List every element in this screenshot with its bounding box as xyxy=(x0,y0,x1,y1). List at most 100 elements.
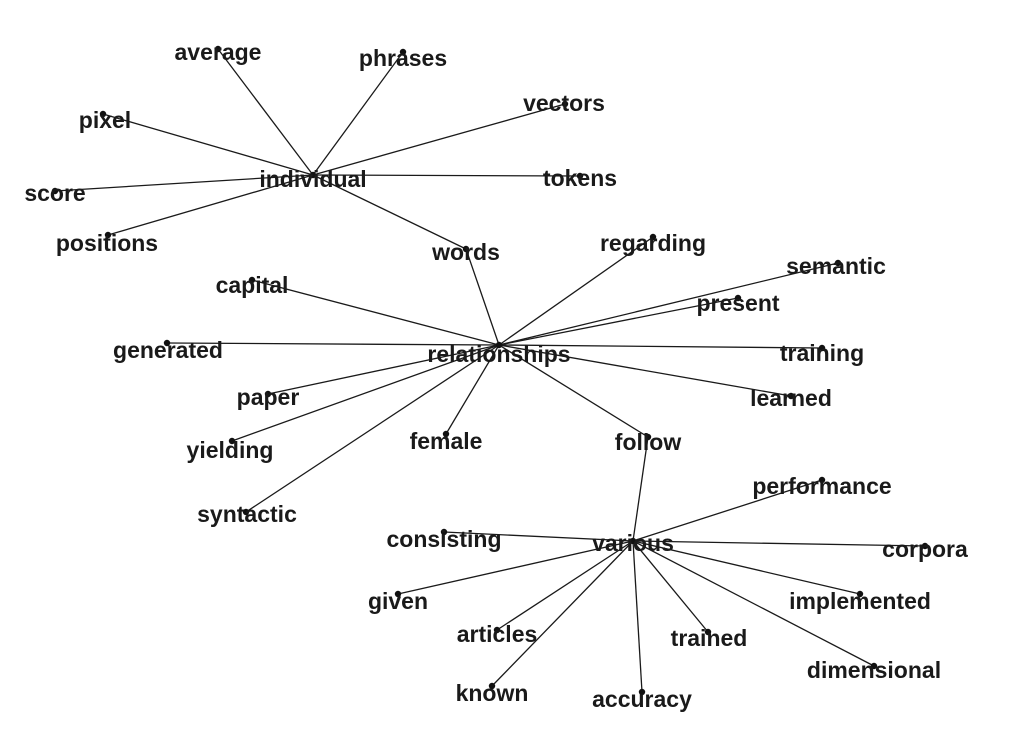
node-dot-pixel xyxy=(99,110,107,118)
node-regarding: regarding xyxy=(600,230,706,256)
node-follow: follow xyxy=(615,429,682,455)
edge-generated-relationships xyxy=(166,342,500,346)
node-dot-accuracy xyxy=(638,688,646,696)
edge-dimensional-various xyxy=(632,540,875,667)
node-label-training: training xyxy=(780,340,864,366)
edge-corpora-various xyxy=(632,540,926,547)
node-yielding: yielding xyxy=(187,437,274,463)
edge-semantic-relationships xyxy=(498,262,839,346)
node-learned: learned xyxy=(750,385,832,411)
node-label-positions: positions xyxy=(56,230,158,256)
node-dot-various xyxy=(629,537,637,545)
node-label-dimensional: dimensional xyxy=(807,657,941,683)
node-label-regarding: regarding xyxy=(600,230,706,256)
node-label-various: various xyxy=(592,530,674,556)
node-label-given: given xyxy=(368,588,428,614)
edge-performance-various xyxy=(632,479,823,542)
node-label-words: words xyxy=(431,239,500,265)
edge-training-relationships xyxy=(498,344,823,349)
node-dot-performance xyxy=(818,476,826,484)
edge-capital-relationships xyxy=(251,279,500,346)
edge-vectors-individual xyxy=(312,103,566,176)
node-dot-articles xyxy=(493,626,501,634)
edge-yielding-relationships xyxy=(231,344,500,442)
node-dot-given xyxy=(394,590,402,598)
node-dot-score xyxy=(51,187,59,195)
node-label-corpora: corpora xyxy=(882,536,968,562)
node-dot-follow xyxy=(644,433,652,441)
edge-trained-various xyxy=(632,540,709,633)
edge-consisting-various xyxy=(443,531,634,542)
edge-given-various xyxy=(397,540,634,595)
node-average: average xyxy=(175,39,262,65)
node-label-paper: paper xyxy=(237,384,300,410)
node-dot-corpora xyxy=(921,542,929,550)
node-dot-phrases xyxy=(399,48,407,56)
node-dot-regarding xyxy=(649,233,657,241)
edge-individual-words xyxy=(312,174,467,250)
node-dot-tokens xyxy=(576,172,584,180)
node-dot-average xyxy=(214,45,222,53)
node-dot-relationships xyxy=(495,341,503,349)
node-pixel: pixel xyxy=(79,107,131,133)
node-label-present: present xyxy=(696,290,779,316)
node-label-yielding: yielding xyxy=(187,437,274,463)
edge-words-relationships xyxy=(465,248,500,346)
edge-known-various xyxy=(491,540,634,687)
node-label-individual: individual xyxy=(259,166,366,192)
node-label-score: score xyxy=(24,180,85,206)
node-label-tokens: tokens xyxy=(543,165,617,191)
node-present: present xyxy=(696,290,779,316)
node-dot-paper xyxy=(264,390,272,398)
node-dot-semantic xyxy=(834,259,842,267)
node-given: given xyxy=(368,588,428,614)
edge-articles-various xyxy=(496,540,634,631)
node-accuracy: accuracy xyxy=(592,686,692,712)
node-label-relationships: relationships xyxy=(427,341,570,367)
node-label-accuracy: accuracy xyxy=(592,686,692,712)
node-corpora: corpora xyxy=(882,536,968,562)
node-articles: articles xyxy=(457,621,538,647)
node-label-syntactic: syntactic xyxy=(197,501,297,527)
node-score: score xyxy=(24,180,85,206)
edge-relationships-follow xyxy=(498,344,649,438)
node-phrases: phrases xyxy=(359,45,447,71)
node-known: known xyxy=(456,680,529,706)
edge-score-individual xyxy=(54,174,314,192)
node-label-trained: trained xyxy=(671,625,748,651)
edge-average-individual xyxy=(217,48,314,176)
node-label-capital: capital xyxy=(216,272,289,298)
node-dot-vectors xyxy=(561,100,569,108)
node-female: female xyxy=(410,428,483,454)
node-training: training xyxy=(780,340,864,366)
node-label-implemented: implemented xyxy=(789,588,931,614)
edge-syntactic-relationships xyxy=(245,344,500,513)
node-dot-dimensional xyxy=(870,662,878,670)
node-semantic: semantic xyxy=(786,253,886,279)
node-implemented: implemented xyxy=(789,588,931,614)
edge-present-relationships xyxy=(498,297,739,346)
edge-learned-relationships xyxy=(498,344,792,397)
node-various: various xyxy=(592,530,674,556)
node-tokens: tokens xyxy=(543,165,617,191)
node-dot-learned xyxy=(787,392,795,400)
edge-paper-relationships xyxy=(267,344,500,395)
node-dot-words xyxy=(462,245,470,253)
node-dot-generated xyxy=(163,339,171,347)
node-generated: generated xyxy=(113,337,223,363)
node-dot-training xyxy=(818,344,826,352)
edge-positions-individual xyxy=(107,174,314,236)
node-dot-female xyxy=(442,430,450,438)
edge-follow-various xyxy=(632,436,649,542)
node-dot-positions xyxy=(104,231,112,239)
node-label-consisting: consisting xyxy=(386,526,501,552)
edges-layer xyxy=(54,48,926,693)
node-label-pixel: pixel xyxy=(79,107,131,133)
node-label-female: female xyxy=(410,428,483,454)
node-label-articles: articles xyxy=(457,621,538,647)
node-dot-capital xyxy=(248,276,256,284)
node-label-semantic: semantic xyxy=(786,253,886,279)
edge-implemented-various xyxy=(632,540,861,595)
